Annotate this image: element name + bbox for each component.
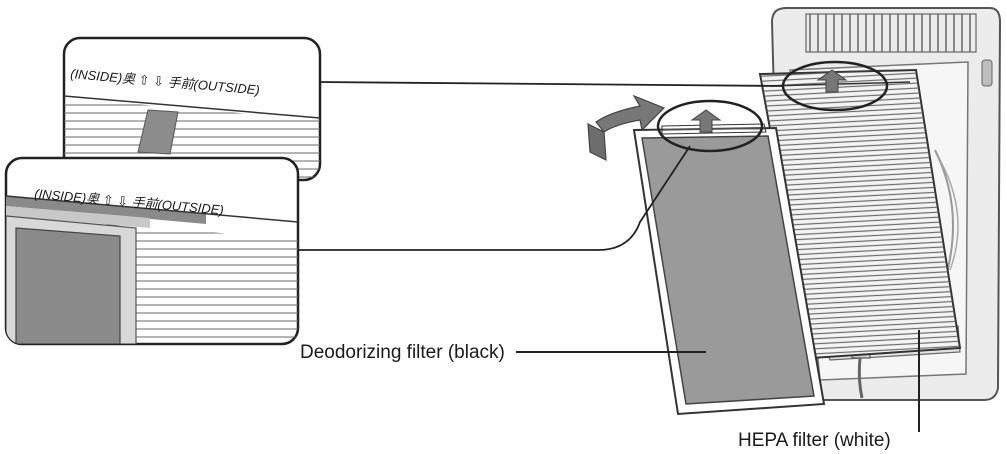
deodorizing-zoom-circle xyxy=(656,99,764,153)
hepa-filter-label: HEPA filter (white) xyxy=(738,430,891,451)
hepa-filter xyxy=(758,68,962,360)
callout-leaders xyxy=(298,81,784,251)
insert-direction-arrow xyxy=(587,94,666,162)
hepa-label-group: HEPA filter (white) xyxy=(738,330,920,451)
deodorizing-filter xyxy=(632,123,826,416)
deodorizing-label-group: Deodorizing filter (black) xyxy=(300,342,706,363)
bottom-callout-panel: (INSIDE)奥 ⇧ ⇩ 手前(OUTSIDE) xyxy=(4,156,300,346)
deodorizing-filter-label: Deodorizing filter (black) xyxy=(300,342,505,363)
